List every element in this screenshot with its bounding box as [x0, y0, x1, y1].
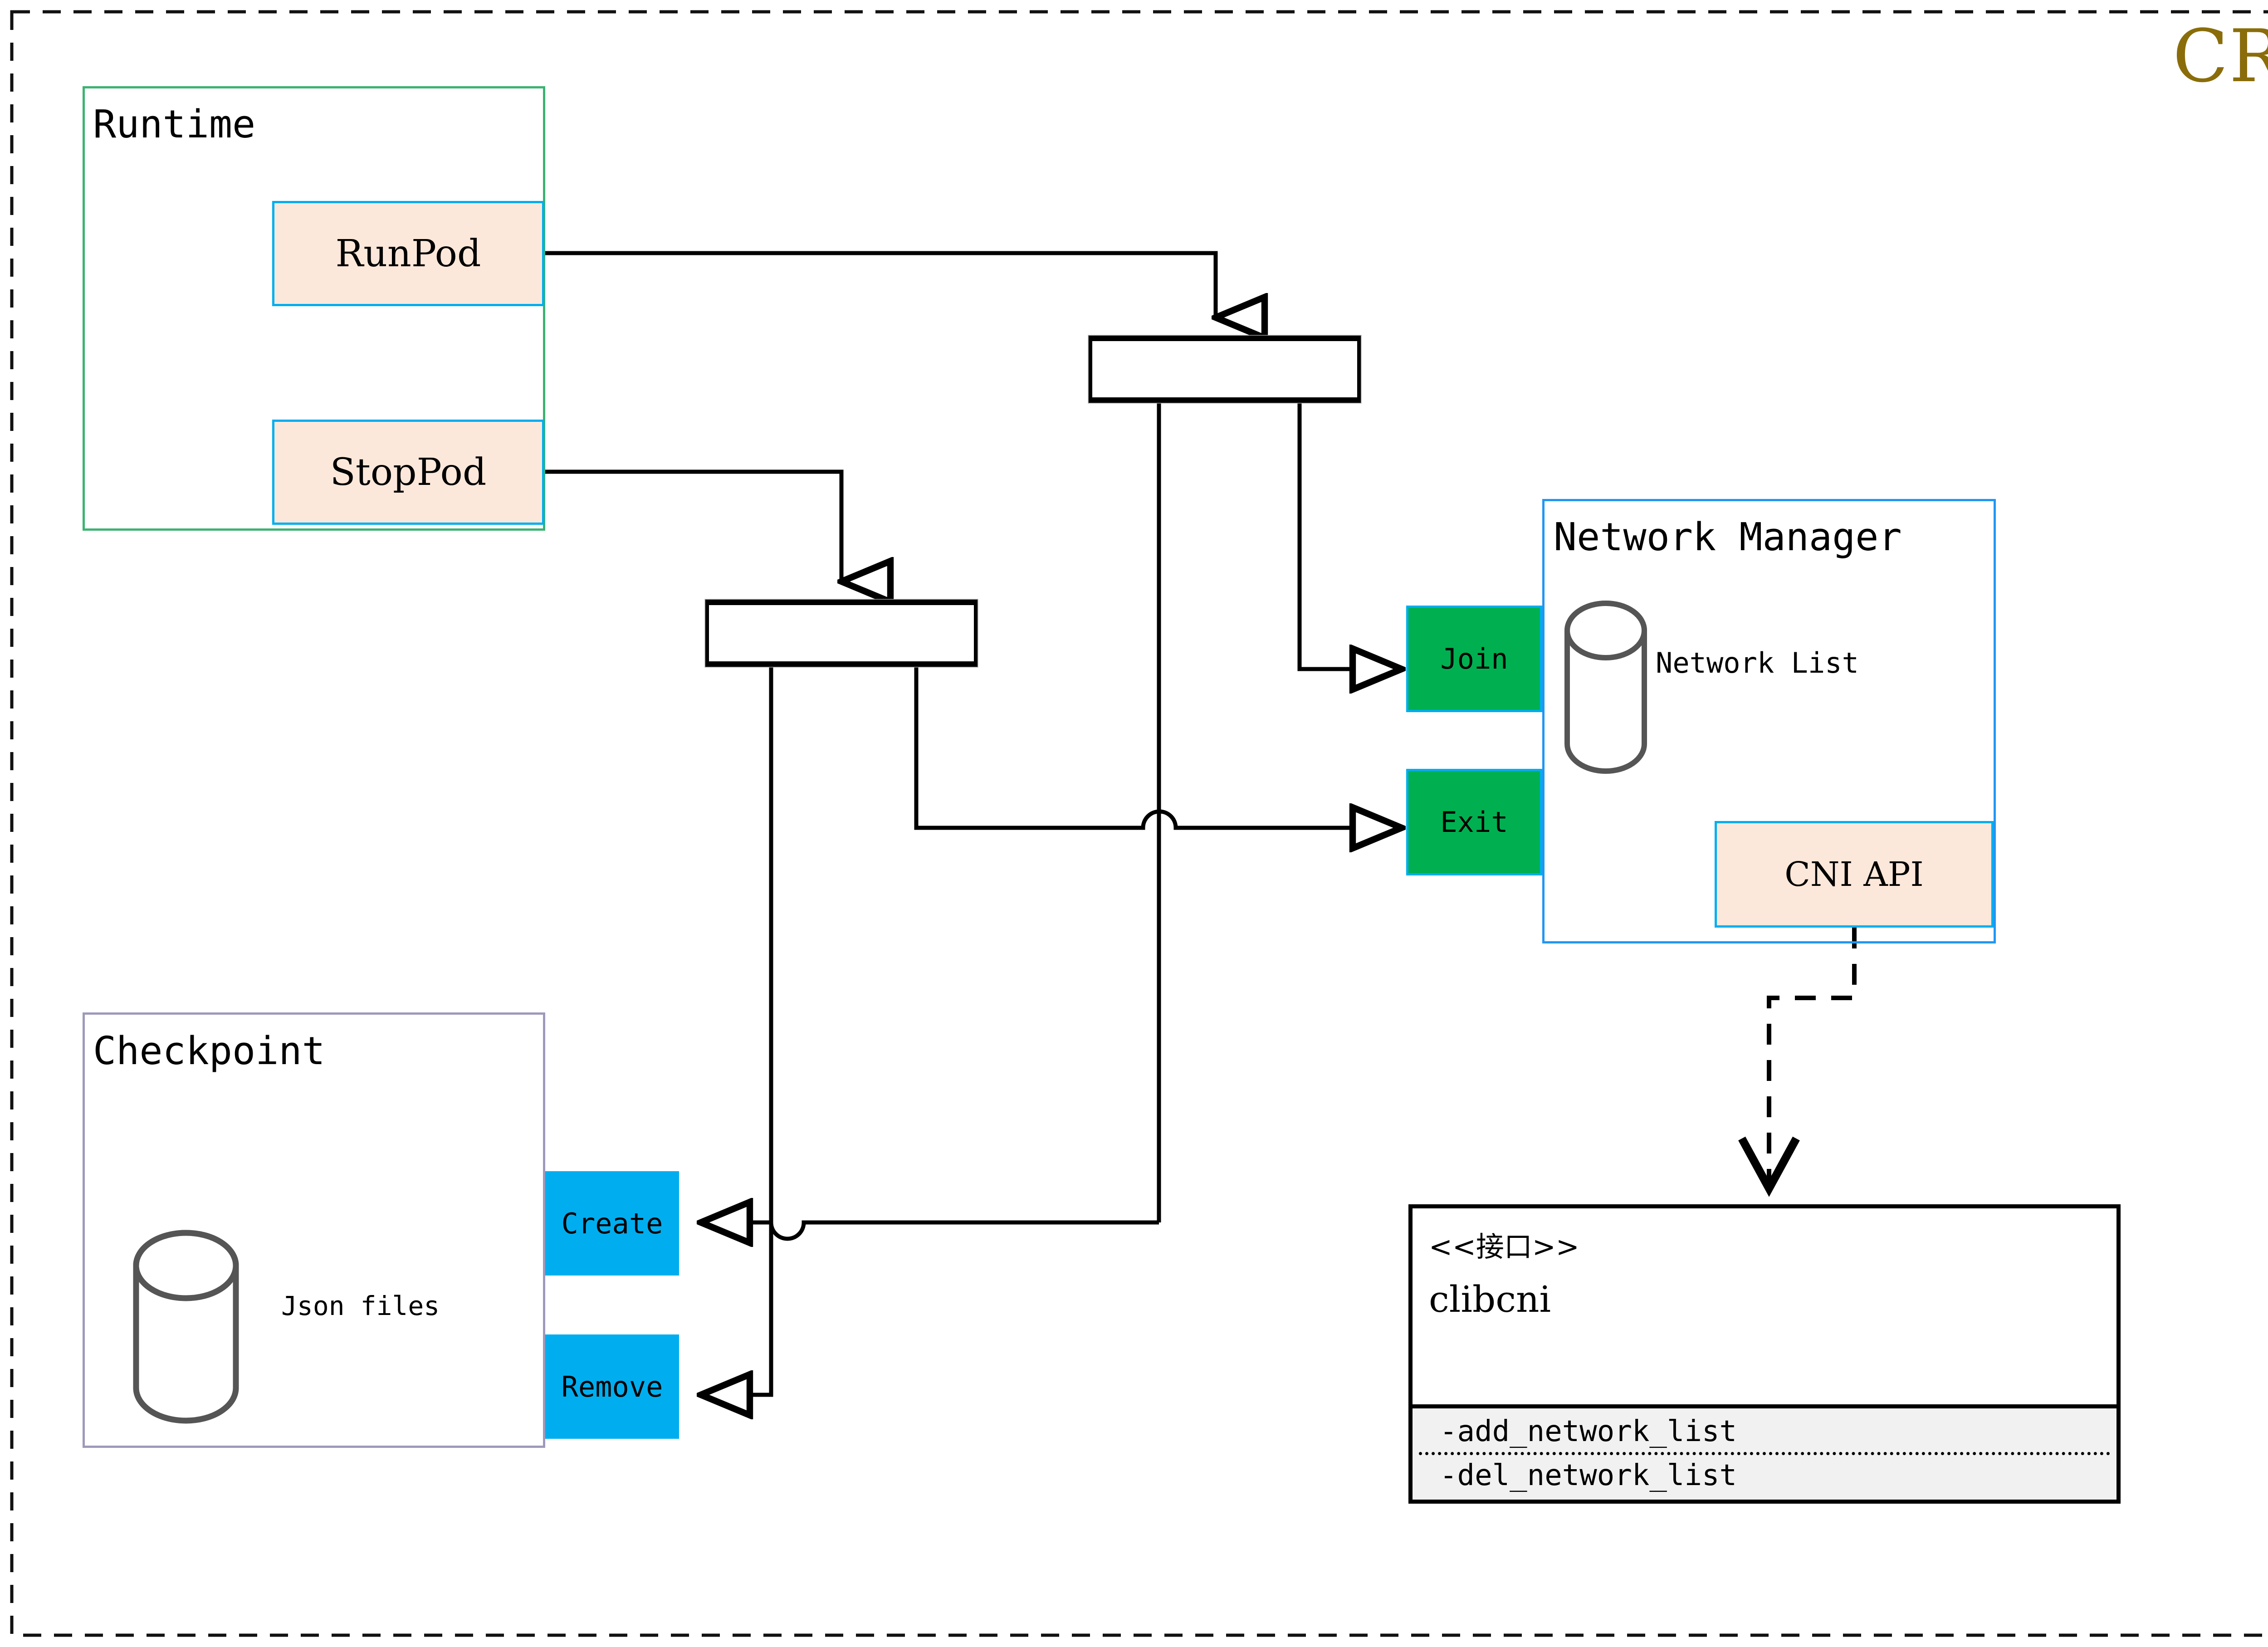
- interface-header: <<接口>> clibcni: [1413, 1208, 2116, 1320]
- edge-fork2-right-to-exit: [914, 662, 1402, 828]
- node-remove-label: Remove: [561, 1370, 663, 1403]
- json-files-cylinder: [133, 1230, 239, 1424]
- node-create-label: Create: [561, 1207, 663, 1240]
- package-checkpoint-title: Checkpoint: [93, 1029, 325, 1074]
- package-network-manager: [1542, 499, 1996, 943]
- interface-name: clibcni: [1429, 1278, 1551, 1320]
- edge-fork1-right-to-join: [1297, 403, 1402, 669]
- node-cni-api[interactable]: CNI API: [1715, 821, 1994, 928]
- edge-stoppod-to-fork: [544, 469, 841, 582]
- node-join-label: Join: [1440, 642, 1508, 675]
- edge-cniapi-to-clibcni: [1738, 928, 1857, 1197]
- interface-method-add: -add_network_list: [1440, 1415, 1737, 1448]
- outer-frame: [10, 10, 2268, 1637]
- fork-bar-stoppod: [704, 599, 978, 668]
- node-stoppod[interactable]: StopPod: [272, 420, 544, 525]
- node-exit-label: Exit: [1440, 806, 1508, 839]
- network-list-cylinder: [1564, 601, 1647, 774]
- package-runtime: [83, 86, 545, 531]
- node-create[interactable]: Create: [545, 1171, 679, 1276]
- node-remove[interactable]: Remove: [545, 1334, 679, 1439]
- edge-fork2-left-to-remove: [701, 662, 773, 1395]
- edge-runpod-to-fork: [544, 251, 1216, 318]
- page-title: CRI: [2173, 14, 2268, 98]
- node-exit[interactable]: Exit: [1406, 769, 1542, 875]
- interface-clibcni[interactable]: <<接口>> clibcni -add_network_list -del_ne…: [1408, 1204, 2121, 1504]
- node-runpod-label: RunPod: [335, 232, 481, 275]
- package-runtime-title: Runtime: [93, 102, 256, 147]
- package-checkpoint: [83, 1012, 545, 1448]
- interface-stereotype: <<接口>>: [1429, 1230, 1579, 1263]
- node-cni-api-label: CNI API: [1784, 855, 1924, 894]
- network-list-label: Network List: [1656, 646, 1859, 679]
- package-network-manager-title: Network Manager: [1554, 515, 1902, 560]
- edge-fork1-left-to-create: [701, 1222, 1159, 1239]
- node-runpod[interactable]: RunPod: [272, 201, 544, 306]
- fork-bar-runpod: [1088, 335, 1362, 404]
- node-stoppod-label: StopPod: [330, 450, 487, 494]
- node-join[interactable]: Join: [1406, 606, 1542, 712]
- json-files-label: Json files: [281, 1290, 440, 1321]
- interface-method-del: -del_network_list: [1440, 1459, 1737, 1492]
- interface-methods: -add_network_list -del_network_list: [1413, 1404, 2116, 1500]
- method-divider: [1419, 1452, 2110, 1455]
